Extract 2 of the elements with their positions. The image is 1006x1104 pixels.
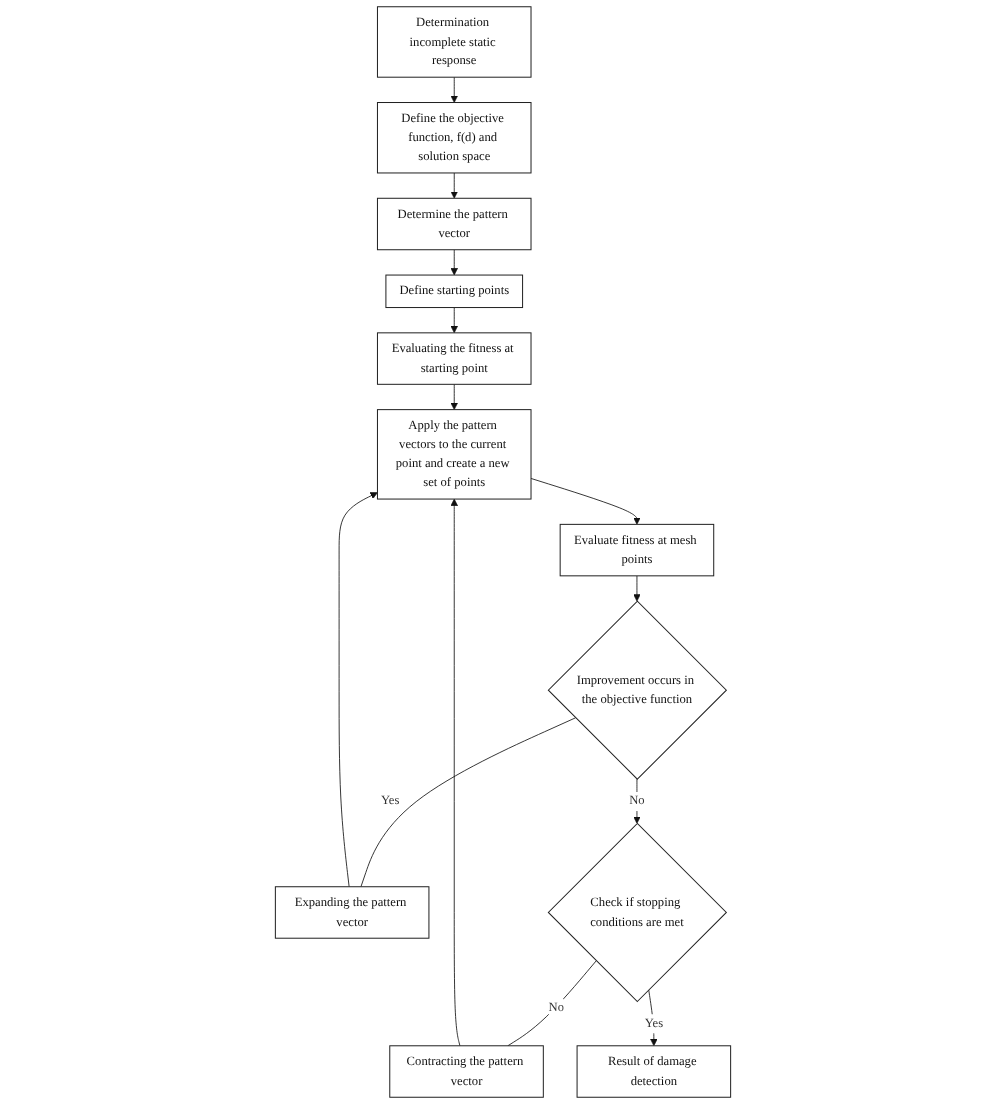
connector — [507, 960, 597, 1047]
connector — [360, 717, 576, 888]
